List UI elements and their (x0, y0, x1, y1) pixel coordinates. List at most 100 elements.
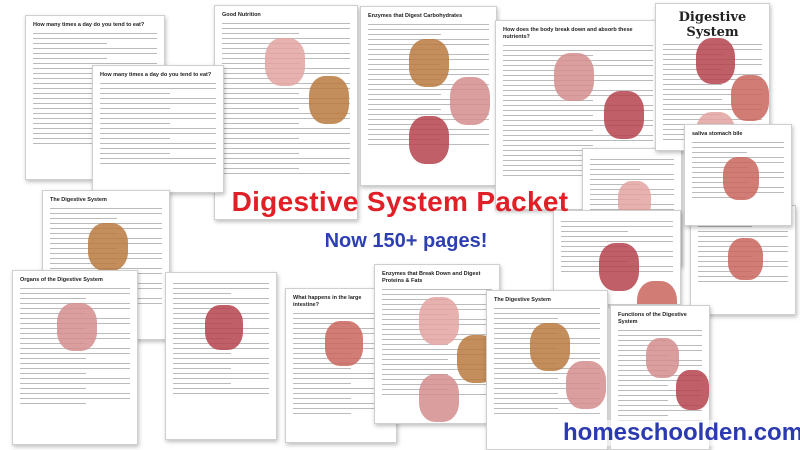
text-line (382, 289, 492, 290)
worksheet-page: Good Nutrition (214, 5, 358, 220)
text-line (382, 374, 448, 375)
text-line (293, 368, 351, 369)
text-line (494, 333, 558, 334)
text-line (50, 248, 118, 249)
text-line (33, 63, 157, 64)
text-line (20, 288, 130, 289)
organ-illustration (325, 321, 363, 366)
text-line (222, 98, 350, 99)
text-line (100, 158, 216, 159)
text-line (222, 108, 299, 109)
text-line (173, 353, 231, 354)
text-line (100, 93, 170, 94)
text-line (692, 147, 784, 148)
text-line (494, 313, 600, 314)
organ-illustration (598, 243, 639, 291)
text-line (222, 113, 350, 114)
text-line (618, 415, 669, 416)
text-line (698, 241, 752, 242)
text-line (590, 184, 641, 185)
text-line (368, 49, 441, 50)
text-line (100, 123, 170, 124)
text-line (503, 165, 653, 166)
text-line (20, 393, 130, 394)
text-line (663, 84, 723, 85)
text-line (20, 363, 130, 364)
text-line (692, 197, 748, 198)
text-line (173, 373, 269, 374)
organ-illustration (205, 305, 243, 350)
text-line (503, 150, 653, 151)
text-line (173, 283, 269, 284)
text-line (698, 271, 752, 272)
text-line (100, 83, 216, 84)
organ-illustration (696, 38, 735, 84)
text-line (222, 78, 299, 79)
text-line (494, 408, 558, 409)
text-line (663, 99, 723, 100)
text-line (20, 383, 130, 384)
text-line (173, 378, 269, 379)
text-line (698, 281, 788, 282)
text-line (590, 174, 674, 175)
worksheet-page (165, 272, 277, 440)
text-line (692, 167, 748, 168)
text-line (561, 236, 673, 237)
text-line (293, 408, 389, 409)
text-line (368, 64, 441, 65)
text-line (503, 115, 593, 116)
worksheet-title: Digestive System (678, 10, 747, 40)
text-line (100, 138, 170, 139)
text-line (222, 93, 299, 94)
text-line (33, 118, 108, 119)
text-line (50, 208, 162, 209)
text-line (33, 103, 108, 104)
text-line (368, 124, 441, 125)
text-line (698, 256, 752, 257)
organ-illustration (637, 281, 678, 304)
text-line (561, 246, 629, 247)
text-line (222, 128, 350, 129)
text-line (494, 383, 600, 384)
text-line (382, 344, 448, 345)
text-line (590, 179, 674, 180)
text-line (618, 340, 669, 341)
organ-illustration (450, 77, 491, 126)
text-line (173, 293, 231, 294)
text-line (222, 48, 299, 49)
worksheet-title: How many times a day do you tend to eat? (100, 72, 212, 78)
organ-illustration (730, 74, 769, 121)
text-line (222, 118, 350, 119)
text-line (503, 170, 653, 171)
text-line (503, 175, 593, 176)
text-line (20, 403, 86, 404)
text-line (100, 108, 170, 109)
worksheet-title: Enzymes that Digest Carbohydrates (368, 13, 463, 19)
text-line (20, 373, 86, 374)
text-line (100, 143, 216, 144)
text-line (692, 142, 784, 143)
text-line (368, 109, 441, 110)
organ-illustration (419, 373, 460, 422)
worksheet-page: saliva stomach bile (684, 124, 792, 226)
text-line (503, 130, 593, 131)
text-line (100, 148, 216, 149)
text-line (100, 153, 170, 154)
text-line (50, 213, 162, 214)
text-line (503, 135, 653, 136)
text-line (494, 373, 600, 374)
text-line (293, 388, 389, 389)
text-line (173, 298, 269, 299)
text-line (618, 330, 702, 331)
text-line (33, 53, 157, 54)
worksheet-title: Good Nutrition (222, 12, 261, 18)
text-line (100, 98, 216, 99)
text-line (618, 390, 702, 391)
text-line (503, 85, 593, 86)
text-line (618, 395, 702, 396)
worksheet-title: The Digestive System (50, 197, 107, 203)
text-line (100, 163, 216, 164)
text-line (663, 109, 762, 110)
text-line (494, 388, 600, 389)
text-line (100, 128, 216, 129)
